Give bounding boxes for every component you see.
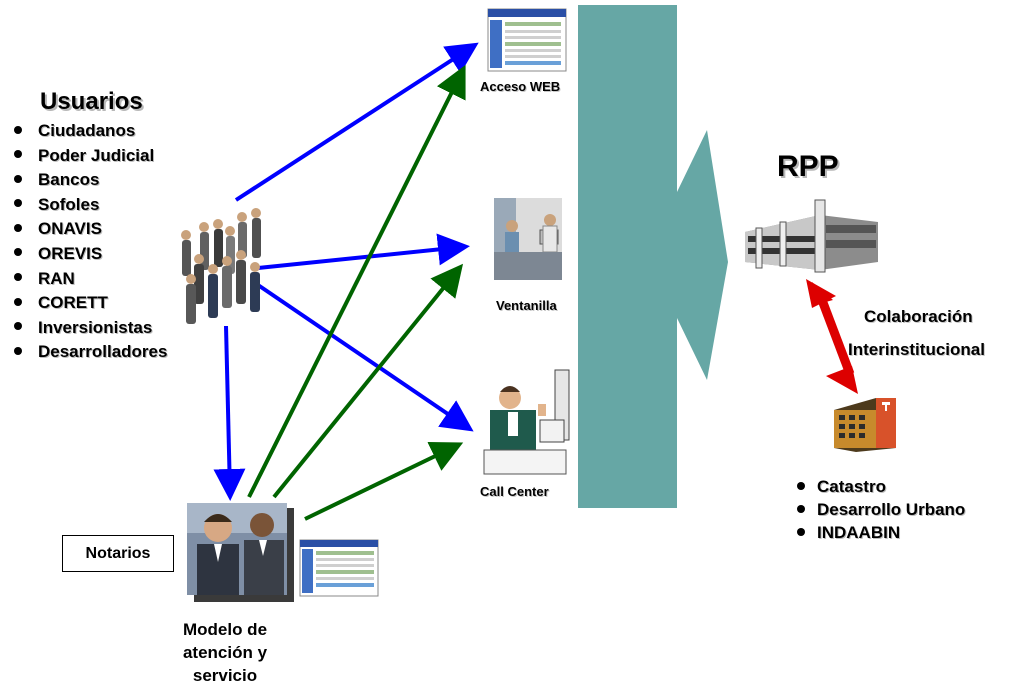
- list-item: Ciudadanos: [14, 119, 167, 144]
- rpp-building-icon: [745, 199, 878, 273]
- arrow-users-to-ventanilla: [257, 233, 470, 270]
- web-access-label: Acceso WEB: [480, 79, 561, 94]
- bullet-icon: [14, 322, 22, 331]
- bullet-icon: [14, 174, 22, 183]
- modelo-caption: Modelo de atención y servicio: [182, 620, 268, 685]
- notarios-photo-icon: [187, 503, 294, 602]
- arrow-notarios-to-ventanilla: [272, 263, 464, 499]
- bullet-icon: [14, 199, 22, 208]
- arrow-users-to-web: [234, 42, 479, 202]
- call-center-label: Call Center: [480, 484, 549, 499]
- list-item: Bancos: [14, 168, 167, 193]
- bullet-icon: [797, 527, 805, 536]
- list-item: Desarrollo Urbano: [797, 498, 965, 521]
- ventanilla-label: Ventanilla: [496, 298, 557, 313]
- bullet-icon: [14, 346, 22, 355]
- institution-building-icon: [834, 398, 896, 452]
- bullet-icon: [14, 297, 22, 306]
- notarios-web-screen-icon: [299, 539, 379, 597]
- list-item: ONAVIS: [14, 217, 167, 242]
- arrow-users-to-callcenter: [256, 283, 474, 432]
- usuarios-title: Usuarios: [40, 88, 143, 115]
- list-item: OREVIS: [14, 242, 167, 267]
- arrow-notarios-to-callcenter: [304, 442, 464, 521]
- instituciones-list: Catastro Desarrollo Urbano INDAABIN: [797, 475, 965, 544]
- arrow-notarios-to-web: [247, 64, 466, 498]
- bullet-icon: [14, 150, 22, 159]
- list-item: INDAABIN: [797, 521, 965, 544]
- bullet-icon: [797, 504, 805, 513]
- bullet-icon: [14, 248, 22, 257]
- users-group-icon: [181, 208, 261, 324]
- web-screen-icon: [487, 8, 567, 72]
- list-item: Desarrolladores: [14, 340, 167, 365]
- bullet-icon: [14, 125, 22, 134]
- list-item: RAN: [14, 267, 167, 292]
- bullet-icon: [14, 273, 22, 282]
- main-flow-arrow: [578, 5, 728, 508]
- bullet-icon: [14, 223, 22, 232]
- collaboration-label: Colaboración Interinstitucional: [848, 307, 985, 359]
- list-item: Inversionistas: [14, 316, 167, 341]
- notarios-box: Notarios: [62, 535, 174, 572]
- usuarios-list: Ciudadanos Poder Judicial Bancos Sofoles…: [14, 119, 167, 365]
- list-item: CORETT: [14, 291, 167, 316]
- bullet-icon: [797, 481, 805, 490]
- rpp-title: RPP: [777, 150, 839, 183]
- diagram-canvas: [181, 5, 896, 602]
- list-item: Sofoles: [14, 193, 167, 218]
- call-center-icon: [483, 369, 570, 475]
- ventanilla-icon: [494, 198, 562, 280]
- list-item: Catastro: [797, 475, 965, 498]
- arrow-users-to-notarios: [213, 325, 246, 501]
- list-item: Poder Judicial: [14, 144, 167, 169]
- collaboration-double-arrow: [806, 279, 858, 394]
